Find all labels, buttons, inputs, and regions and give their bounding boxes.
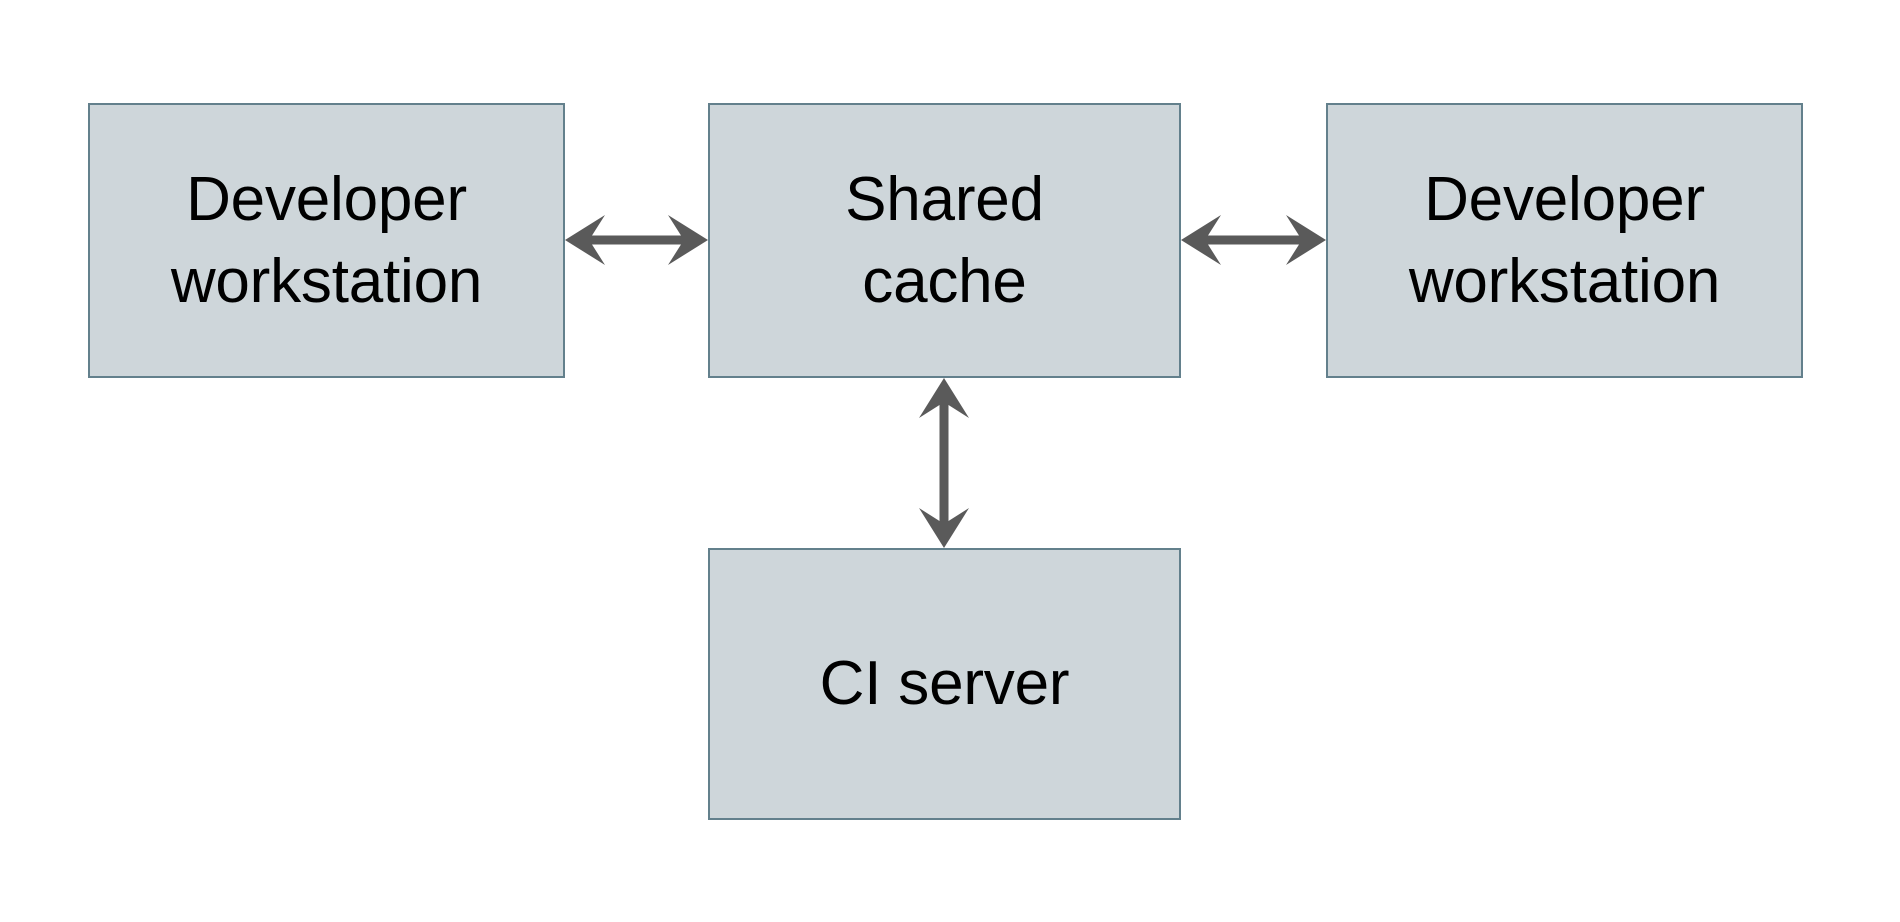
double-arrow-horizontal-icon: [565, 215, 708, 265]
node-ci-server[interactable]: CI server: [708, 548, 1181, 820]
connector-cache-to-right-workstation[interactable]: [1181, 213, 1326, 267]
double-arrow-horizontal-icon: [1181, 215, 1326, 265]
connector-left-workstation-to-cache[interactable]: [565, 213, 708, 267]
node-dev-workstation-right[interactable]: Developer workstation: [1326, 103, 1803, 378]
double-arrow-vertical-icon: [919, 378, 969, 548]
node-shared-cache[interactable]: Shared cache: [708, 103, 1181, 378]
connector-cache-to-ci-server[interactable]: [917, 378, 971, 548]
node-dev-workstation-left[interactable]: Developer workstation: [88, 103, 565, 378]
